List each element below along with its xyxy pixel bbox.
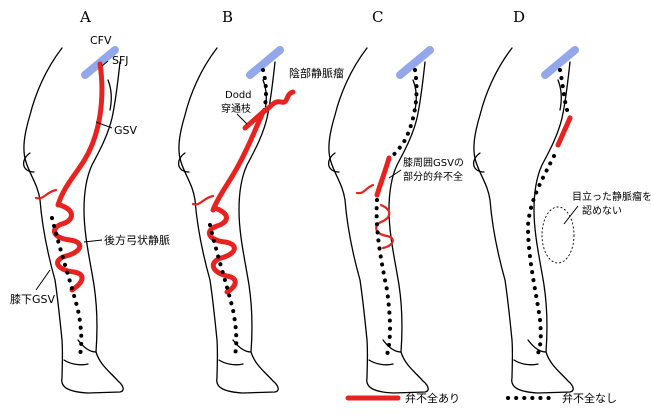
dodd-label-line2: 穿通枝 [221,102,251,115]
panel-d: 目立った静脈瘤を 認めない [474,48,651,393]
panel-letter-a: A [79,8,91,26]
short-incompetent-segment-d [558,118,570,145]
cfv-label: CFV [90,34,112,47]
panel-letter-c: C [372,8,383,26]
pudendal-varix-label: 陰部静脈瘤 [289,66,344,80]
panel-a: CFV SFJ GSV 後方弓状静脈 膝下GSV [10,34,170,393]
side-branch-b [193,196,213,204]
knee-gsv-vein-c [377,158,389,195]
posterior-arch-vein-label: 後方弓状静脈 [104,233,170,247]
legend-competent-label: 弁不全なし [562,391,617,405]
dodd-label-line1: Dodd [225,90,252,101]
leg-outline-c [329,48,429,393]
side-branch-c [357,185,373,193]
distal-gsv-d [528,156,554,358]
gsv-label: GSV [114,124,138,137]
posterior-arch-vein-a [54,205,82,290]
legend-incompetent-label: 弁不全あり [405,391,460,405]
below-knee-gsv-c [377,200,390,355]
panel-letter-b: B [222,8,233,26]
no-varix-ellipse [542,207,574,263]
leg-outline-a [24,48,124,393]
proximal-gsv-c [389,70,417,160]
no-varix-label-line1: 目立った静脈瘤を [572,190,651,203]
panel-c: 膝周囲GSVの 部分的弁不全 [329,48,464,393]
panel-b: Dodd 穿通枝 陰部静脈瘤 [179,48,344,393]
sfj-label: SFJ [112,54,129,67]
gsv-vein-a [58,64,102,205]
no-varix-label-line2: 認めない [582,204,622,217]
knee-gsv-label-line1: 膝周囲GSVの [403,156,464,169]
leg-outline-d [474,48,574,393]
knee-gsv-label-line2: 部分的弁不全 [403,170,463,183]
panel-letter-d: D [513,8,525,26]
below-knee-gsv-label: 膝下GSV [10,293,56,306]
gsv-vein-b [213,112,263,210]
posterior-arch-vein-b [209,208,235,292]
